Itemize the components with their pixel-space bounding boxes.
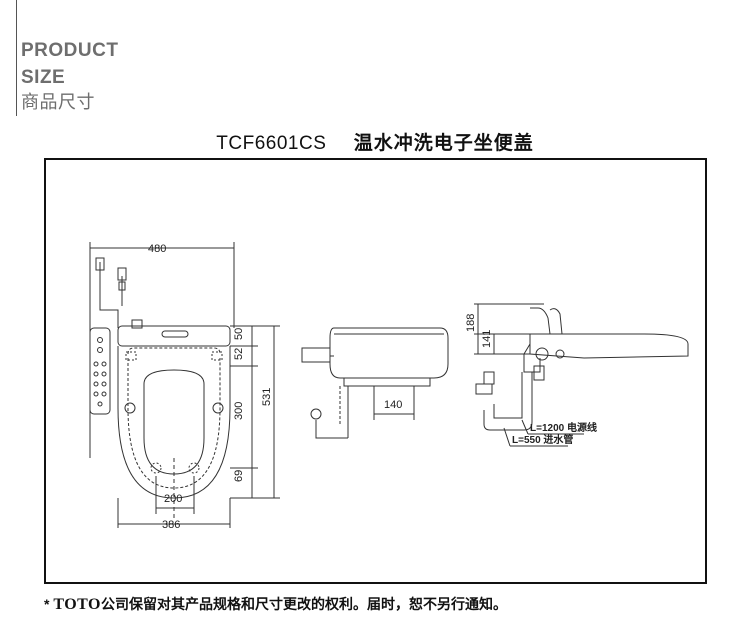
product-name: 温水冲洗电子坐便盖: [353, 133, 534, 154]
technical-drawing: 480 50 52 300 531 69 200 386 140 188 141…: [89, 242, 689, 531]
header-size: SIZE: [21, 67, 66, 88]
header-product: PRODUCT: [21, 40, 119, 61]
dim-386: 386: [162, 519, 180, 531]
footer-note: * TOTO公司保留对其产品规格和尺寸更改的权利。届时，恕不另行通知。: [44, 594, 507, 614]
top-view: [89, 242, 280, 528]
front-view: [301, 327, 449, 439]
dim-480: 480: [148, 243, 166, 255]
dim-531: 531: [261, 388, 273, 406]
dim-300: 300: [233, 402, 245, 420]
dim-50: 50: [233, 328, 245, 340]
water-pipe-label: L=550 进水管: [512, 433, 573, 446]
dim-52: 52: [233, 348, 245, 360]
dim-188: 188: [465, 314, 477, 332]
drawing-frame: [44, 158, 707, 584]
header-product-size-cn: 商品尺寸: [21, 92, 95, 112]
header-divider-line: [16, 0, 17, 116]
dim-200: 200: [164, 493, 182, 505]
footer-brand: TOTO: [53, 596, 101, 613]
side-view: [474, 303, 689, 447]
footer-text: 公司保留对其产品规格和尺寸更改的权利。届时，恕不另行通知。: [101, 596, 507, 612]
dim-140: 140: [384, 399, 402, 411]
model-number: TCF6601CS: [216, 133, 327, 154]
dim-69: 69: [233, 470, 245, 482]
dim-141: 141: [481, 330, 493, 348]
page-title: TCF6601CS 温水冲洗电子坐便盖: [0, 128, 750, 155]
power-cord-label: L=1200 电源线: [530, 421, 597, 434]
footer-star: *: [44, 596, 50, 612]
